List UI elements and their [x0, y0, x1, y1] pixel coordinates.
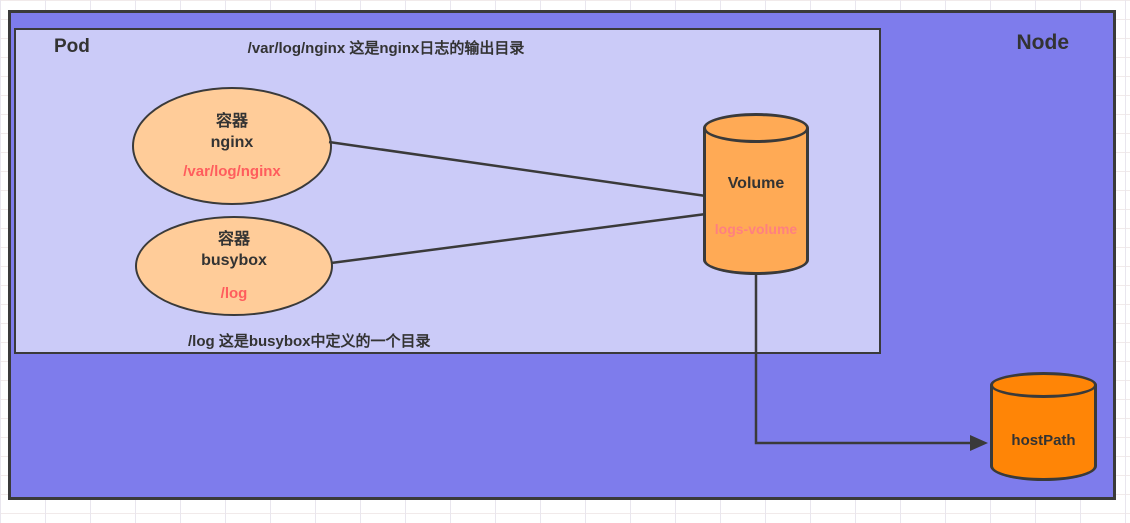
container-type-label: 容器 — [215, 112, 248, 130]
busybox-log-annotation: /log 这是busybox中定义的一个目录 — [188, 333, 431, 350]
cylinder-body — [703, 128, 809, 275]
nginx-log-annotation: /var/log/nginx 这是nginx日志的输出目录 — [247, 40, 525, 57]
pod-label: Pod — [54, 36, 90, 57]
volume-name: logs-volume — [714, 221, 798, 237]
cylinder-top-face — [703, 113, 809, 143]
container-name: busybox — [201, 251, 267, 269]
volume-label: Volume — [727, 175, 785, 192]
container-mount-path: /var/log/nginx — [183, 163, 281, 181]
cylinder-top-face — [990, 372, 1097, 398]
container-name: nginx — [210, 133, 254, 151]
container-mount-path: /log — [220, 285, 248, 303]
container-busybox: 容器 busybox /log — [135, 216, 333, 316]
hostpath-label: hostPath — [1011, 432, 1076, 449]
container-nginx: 容器 nginx /var/log/nginx — [132, 87, 332, 205]
hostpath-cylinder: hostPath — [990, 372, 1097, 481]
container-type-label: 容器 — [217, 230, 250, 248]
node-label: Node — [1016, 31, 1070, 54]
volume-cylinder: Volume logs-volume — [703, 113, 809, 275]
cylinder-body — [990, 385, 1097, 481]
